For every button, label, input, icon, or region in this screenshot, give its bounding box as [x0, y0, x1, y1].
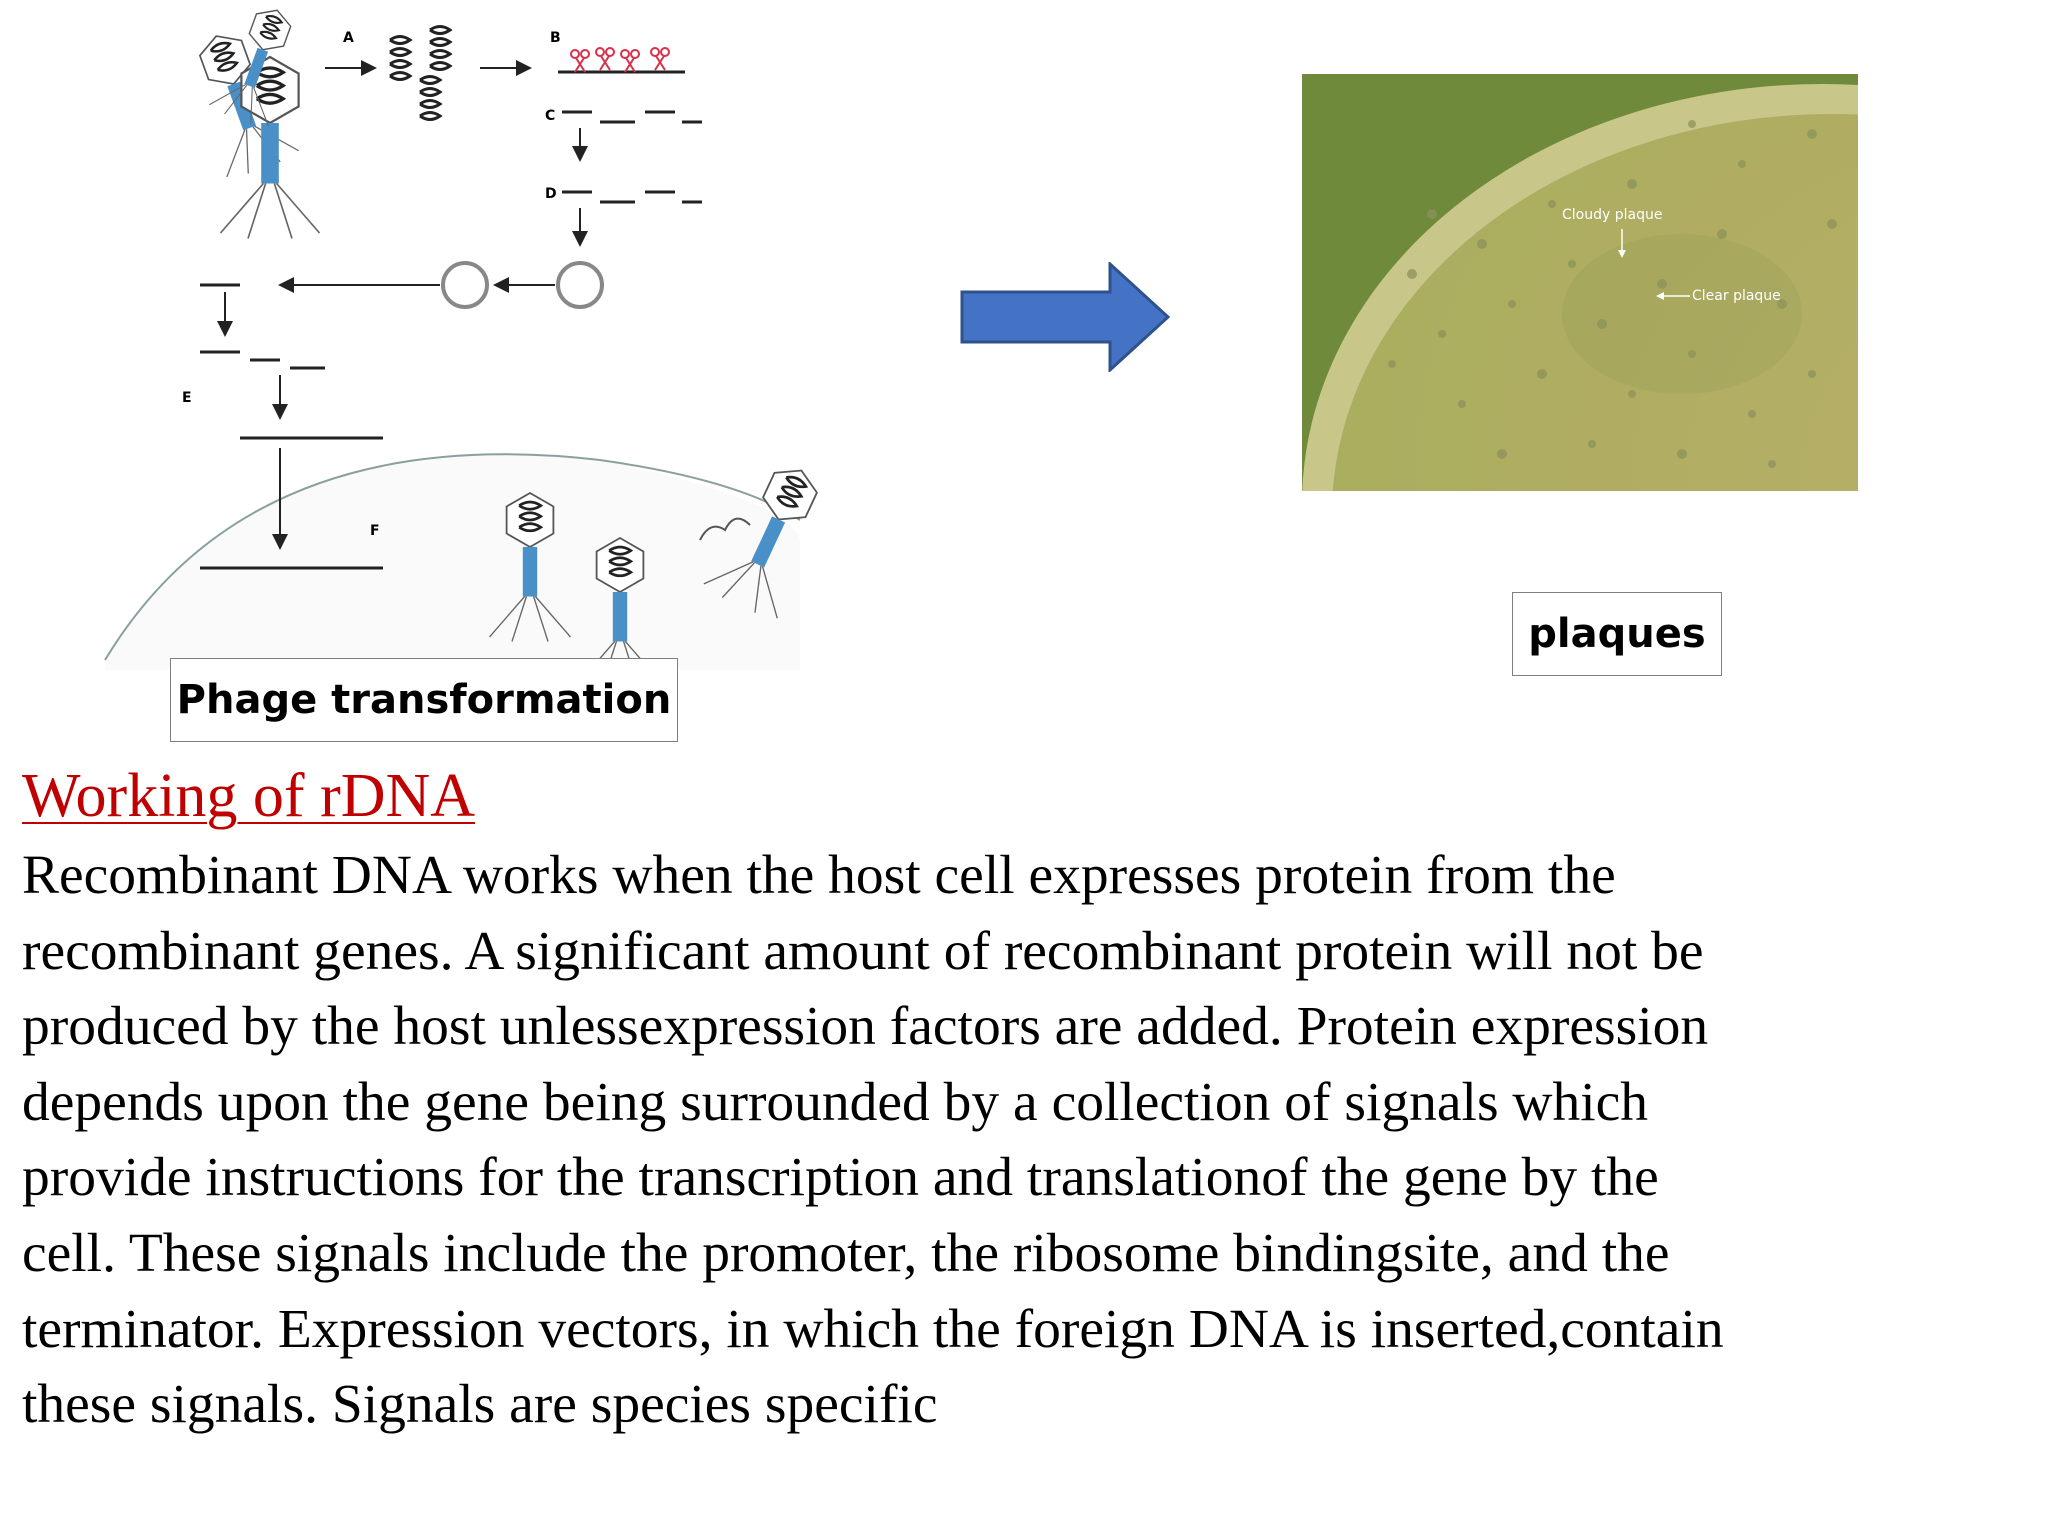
body-line: recombinant genes. A significant amount … [22, 920, 1704, 982]
caption-plaques: plaques [1512, 592, 1722, 676]
plasmid-icon [556, 261, 604, 309]
caption-phage-text: Phage transformation [176, 677, 672, 723]
body-line: cell. These signals include the promoter… [22, 1222, 1670, 1284]
dna-coil-icon [428, 25, 452, 71]
right-arrow-icon [960, 262, 1171, 372]
phage-transformation-diagram: A B C D E F [104, 0, 830, 670]
body-line: these signals. Signals are species speci… [22, 1374, 938, 1436]
plaque-plate-photo: Cloudy plaque Clear plaque [1302, 74, 1858, 491]
scissors-icon [650, 47, 670, 71]
body-line: terminator. Expression vectors, in which… [22, 1298, 1724, 1360]
step-label-d: D [545, 186, 557, 202]
body-line: depends upon the gene being surrounded b… [22, 1071, 1649, 1133]
dna-coil-icon [388, 35, 412, 81]
step-label-e: E [182, 390, 192, 406]
dna-coil-icon [418, 75, 442, 121]
step-label-c: C [545, 108, 555, 124]
scissors-icon [595, 47, 615, 71]
label-cloudy-plaque: Cloudy plaque [1562, 207, 1662, 223]
body-line: provide instructions for the transcripti… [22, 1147, 1659, 1209]
plasmid-icon [441, 261, 489, 309]
scissors-icon [570, 49, 590, 73]
step-label-f: F [370, 523, 380, 539]
body-paragraph: Recombinant DNA works when the host cell… [22, 838, 2022, 1443]
step-label-b: B [550, 30, 561, 46]
caption-phage-transformation: Phage transformation [170, 658, 678, 742]
scissors-icon [620, 49, 640, 73]
caption-plaques-text: plaques [1528, 611, 1706, 657]
body-line: Recombinant DNA works when the host cell… [22, 845, 1616, 906]
section-heading: Working of rDNA [22, 762, 476, 830]
label-clear-plaque: Clear plaque [1692, 288, 1781, 304]
body-line: produced by the host unlessexpression fa… [22, 996, 1709, 1058]
step-label-a: A [343, 30, 354, 46]
